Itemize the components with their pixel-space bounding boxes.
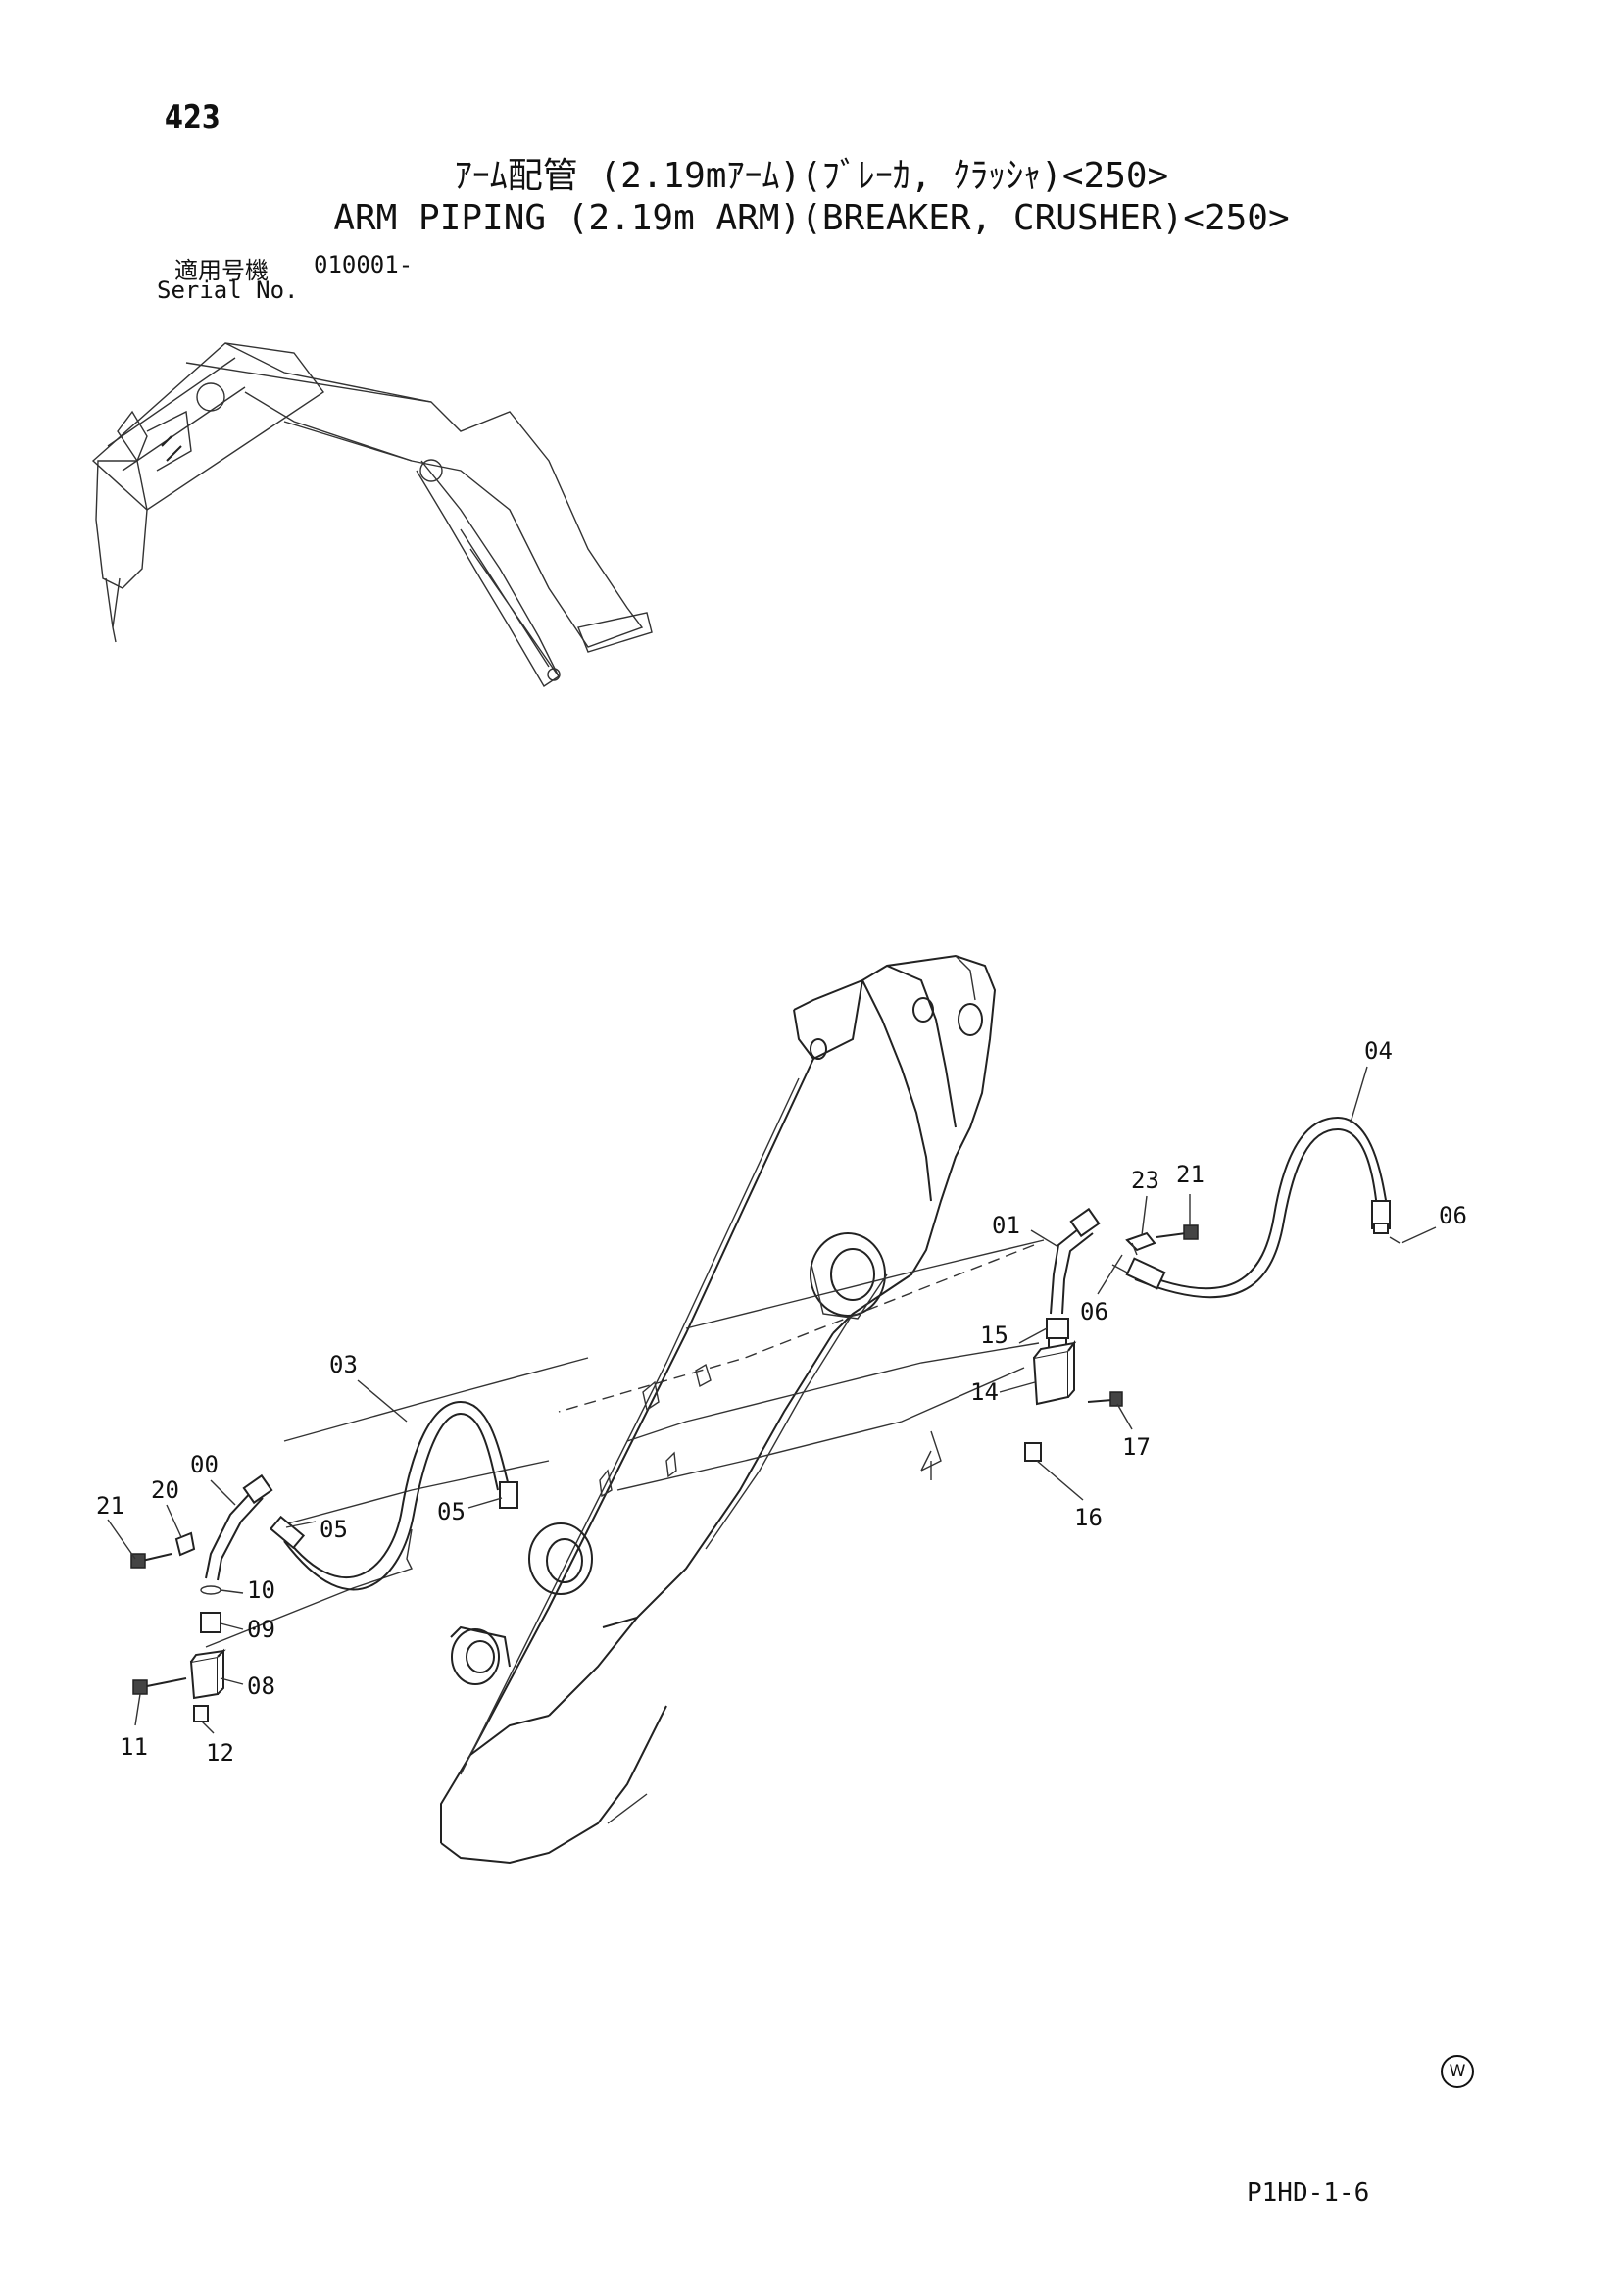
title-english: ARM PIPING (2.19m ARM)(BREAKER, CRUSHER)… xyxy=(333,198,1290,238)
callout-label: 03 xyxy=(329,1351,358,1378)
callout-label: 15 xyxy=(980,1322,1008,1349)
callout-label: 17 xyxy=(1122,1433,1151,1461)
callout-label: 09 xyxy=(247,1616,275,1643)
callout-label: 06 xyxy=(1080,1298,1108,1325)
callout-label: 21 xyxy=(96,1492,124,1520)
callout-label: 14 xyxy=(970,1378,999,1406)
document-code: P1HD-1-6 xyxy=(1247,2178,1370,2208)
reference-lines xyxy=(205,1239,1045,1648)
page-number: 423 xyxy=(165,98,221,137)
callout-label: 16 xyxy=(1074,1504,1103,1531)
w-mark-icon: W xyxy=(1441,2055,1474,2088)
callout-label: 23 xyxy=(1131,1167,1159,1194)
leader-lines xyxy=(107,1066,1437,1734)
callout-label: 06 xyxy=(1439,1202,1467,1229)
callout-label: 11 xyxy=(120,1733,148,1761)
callout-label: 05 xyxy=(320,1516,348,1543)
arm-body xyxy=(440,954,997,1865)
callout-label: 04 xyxy=(1364,1037,1393,1065)
serial-value: 010001- xyxy=(314,251,414,278)
callout-label: 08 xyxy=(247,1672,275,1700)
left-piping-assembly xyxy=(130,1400,518,1722)
serial-label-japanese: 適用号機 xyxy=(174,257,269,284)
callout-label: 12 xyxy=(206,1739,234,1767)
overview-thumbnail xyxy=(91,342,653,687)
serial-label-english: Serial No. xyxy=(157,276,299,304)
callout-label: 21 xyxy=(1176,1161,1205,1188)
callout-label: 10 xyxy=(247,1576,275,1604)
callout-label: 01 xyxy=(992,1212,1020,1239)
callout-label: 05 xyxy=(437,1498,466,1525)
callouts: 04 06 23 21 01 06 15 14 17 16 03 00 20 2… xyxy=(96,1037,1467,1767)
callout-label: 00 xyxy=(190,1451,219,1478)
right-piping-assembly xyxy=(1024,1116,1401,1462)
title-japanese: ｱｰﾑ配管 (2.19mｱｰﾑ)(ﾌﾞﾚｰｶ, ｸﾗｯｼｬ)<250> xyxy=(454,156,1169,196)
callout-label: 20 xyxy=(151,1476,179,1504)
